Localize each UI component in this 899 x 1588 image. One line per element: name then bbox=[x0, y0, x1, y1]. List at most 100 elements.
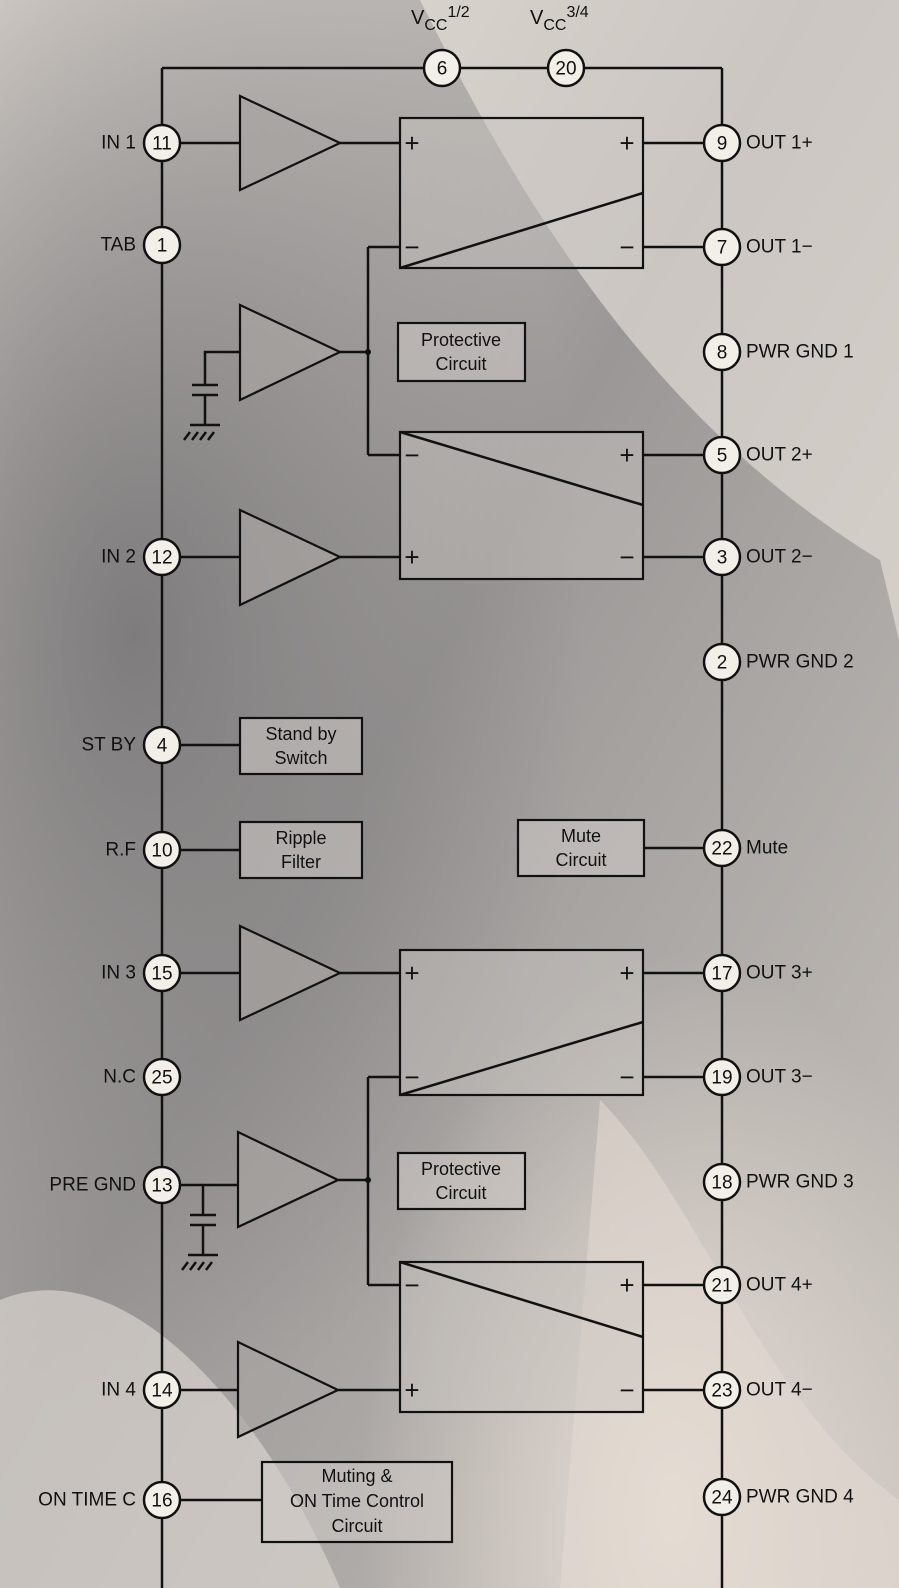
pin-number: 13 bbox=[151, 1176, 172, 1197]
pin-label: IN 1 bbox=[101, 133, 136, 154]
pin-label: PWR GND 4 bbox=[746, 1487, 854, 1508]
left-pin-12: 12 IN 2 bbox=[101, 537, 182, 577]
power-amp-3 bbox=[398, 948, 645, 1097]
pin-circle bbox=[702, 1370, 742, 1410]
pin-circle bbox=[702, 1162, 742, 1202]
pin-circle bbox=[702, 1477, 742, 1517]
pin-label: PWR GND 1 bbox=[746, 342, 854, 363]
pin-number: 18 bbox=[711, 1173, 732, 1194]
svg-text:Filter: Filter bbox=[281, 852, 321, 872]
power-amp-2 bbox=[398, 430, 645, 581]
left-pin-16: 16 ON TIME C bbox=[38, 1480, 182, 1520]
pin-circle bbox=[702, 1057, 742, 1097]
pin-label: ON TIME C bbox=[38, 1490, 136, 1511]
pin-circle bbox=[702, 1265, 742, 1305]
svg-text:20: 20 bbox=[555, 59, 576, 80]
pin-label: PWR GND 2 bbox=[746, 652, 854, 673]
pin-number: 12 bbox=[151, 548, 172, 569]
pin-label: IN 4 bbox=[101, 1380, 136, 1401]
pin-circle bbox=[142, 537, 182, 577]
svg-text:+: + bbox=[619, 958, 634, 988]
svg-text:+: + bbox=[619, 1270, 634, 1300]
right-pin-23: 23 OUT 4− bbox=[702, 1370, 813, 1410]
power-amp-1 bbox=[398, 116, 645, 270]
pin-circle bbox=[142, 725, 182, 765]
input-buffer-3 bbox=[238, 924, 343, 1022]
right-pin-3: 3 OUT 2− bbox=[702, 537, 813, 577]
svg-text:Switch: Switch bbox=[274, 748, 327, 768]
protective-circuit-1 bbox=[396, 321, 527, 383]
pin-number: 3 bbox=[717, 548, 728, 569]
pin-circle bbox=[702, 828, 742, 868]
svg-text:ON Time Control: ON Time Control bbox=[290, 1491, 424, 1511]
pin-label: OUT 2− bbox=[746, 547, 813, 568]
svg-text:−: − bbox=[619, 542, 634, 572]
svg-text:Circuit: Circuit bbox=[331, 1516, 382, 1536]
pin-circle bbox=[702, 227, 742, 267]
pin-label: R.F bbox=[105, 840, 136, 861]
pin-number: 5 bbox=[717, 446, 728, 467]
left-pin-25: 25 N.C bbox=[103, 1057, 182, 1097]
pin-circle bbox=[142, 830, 182, 870]
pin-label: Mute bbox=[746, 838, 788, 859]
pin-number: 16 bbox=[151, 1491, 172, 1512]
pin-circle bbox=[702, 123, 742, 163]
pin-number: 21 bbox=[711, 1276, 732, 1297]
pin-number: 15 bbox=[151, 964, 172, 985]
pin-circle bbox=[702, 332, 742, 372]
pin-number: 22 bbox=[711, 839, 732, 860]
pin-number: 8 bbox=[717, 343, 728, 364]
right-pin-5: 5 OUT 2+ bbox=[702, 435, 813, 475]
pin-label: N.C bbox=[103, 1067, 136, 1088]
svg-text:+: + bbox=[404, 542, 419, 572]
pin-circle bbox=[142, 1057, 182, 1097]
pin-circle bbox=[142, 1370, 182, 1410]
left-pin-4: 4ST BY bbox=[81, 725, 182, 765]
pin-label: OUT 3− bbox=[746, 1067, 813, 1088]
pin-number: 23 bbox=[711, 1381, 732, 1402]
pin-label: OUT 4+ bbox=[746, 1275, 813, 1296]
pin-circle bbox=[142, 123, 182, 163]
svg-text:−: − bbox=[404, 440, 419, 470]
pin-label: OUT 1+ bbox=[746, 133, 813, 154]
pin-circle bbox=[142, 1480, 182, 1520]
svg-text:Circuit: Circuit bbox=[435, 1183, 486, 1203]
pin-number: 24 bbox=[711, 1488, 733, 1509]
pin-circle bbox=[702, 642, 742, 682]
svg-text:Ripple: Ripple bbox=[275, 828, 326, 848]
pin-circle bbox=[142, 1165, 182, 1205]
svg-text:Circuit: Circuit bbox=[555, 850, 606, 870]
svg-text:6: 6 bbox=[437, 59, 448, 80]
svg-text:+: + bbox=[619, 440, 634, 470]
input-buffer-4 bbox=[236, 1340, 341, 1439]
reference-buffer-1 bbox=[238, 303, 343, 402]
pin-label: OUT 4− bbox=[746, 1380, 813, 1401]
pin-label: OUT 2+ bbox=[746, 445, 813, 466]
standby-switch bbox=[238, 716, 364, 776]
svg-text:Muting &: Muting & bbox=[321, 1466, 392, 1486]
svg-text:−: − bbox=[404, 232, 419, 262]
pin-label: IN 2 bbox=[101, 547, 136, 568]
pin-circle bbox=[702, 537, 742, 577]
pin-number: 2 bbox=[717, 653, 728, 674]
pin-number: 10 bbox=[151, 841, 172, 862]
svg-text:+: + bbox=[619, 128, 634, 158]
svg-text:+: + bbox=[404, 958, 419, 988]
pin-circle bbox=[702, 435, 742, 475]
svg-text:Circuit: Circuit bbox=[435, 354, 486, 374]
pin-circle bbox=[702, 953, 742, 993]
vcc12-label: VCC1/2 bbox=[411, 4, 470, 34]
pin-label: PRE GND bbox=[49, 1175, 136, 1196]
svg-text:−: − bbox=[619, 1375, 634, 1405]
pin-number: 25 bbox=[151, 1068, 172, 1089]
pin-number: 4 bbox=[157, 736, 168, 757]
muting-on-time-control-circuit bbox=[260, 1460, 454, 1544]
